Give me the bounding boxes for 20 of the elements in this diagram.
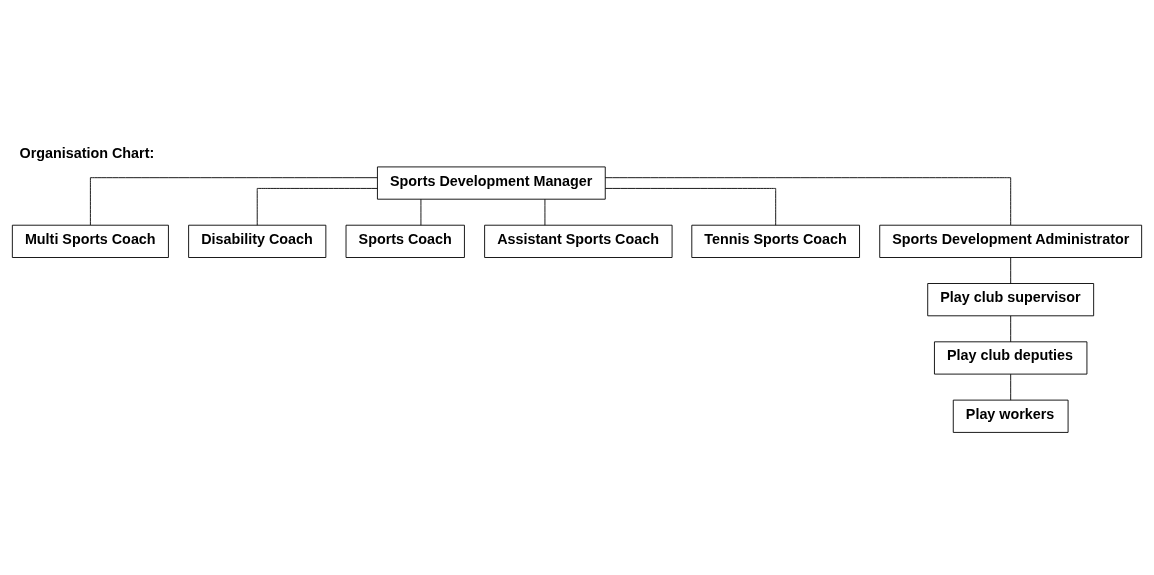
connector xyxy=(604,176,1012,225)
connector xyxy=(256,187,378,226)
connector xyxy=(89,176,378,225)
node-box: Multi Sports Coach xyxy=(11,224,169,258)
node-box: Play club deputies xyxy=(934,340,1088,375)
node-box: Sports Development Manager xyxy=(376,165,606,200)
connector xyxy=(544,198,546,226)
diagram-title: Organisation Chart: xyxy=(19,144,155,161)
node-box: Play workers xyxy=(952,399,1069,433)
node-box: Sports Development Administrator xyxy=(879,224,1143,258)
connector xyxy=(420,198,422,226)
connector xyxy=(1010,314,1012,342)
connector xyxy=(604,187,777,226)
node-box: Disability Coach xyxy=(188,224,327,258)
node-box: Tennis Sports Coach xyxy=(691,224,860,258)
node-box: Assistant Sports Coach xyxy=(484,224,673,258)
node-box: Play club supervisor xyxy=(927,282,1095,316)
connector xyxy=(1010,256,1012,284)
node-box: Sports Coach xyxy=(345,224,465,258)
connector xyxy=(1010,373,1012,401)
